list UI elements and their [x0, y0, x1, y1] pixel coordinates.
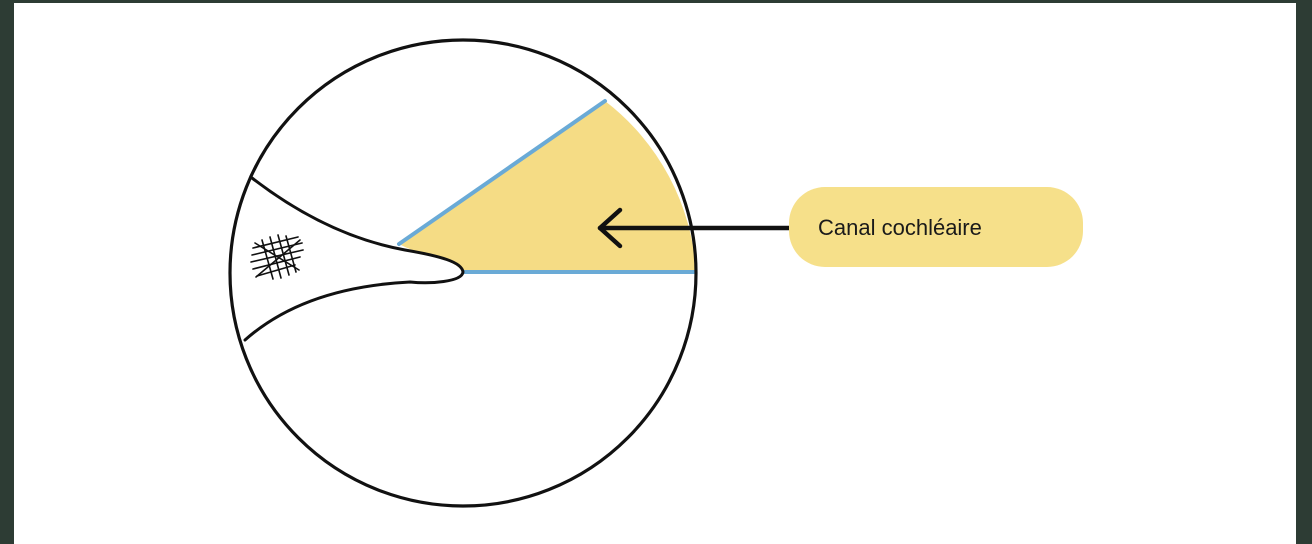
- label-pill: [789, 187, 1083, 267]
- spiral-ganglion-hatch: [250, 234, 304, 280]
- spiral-lamina-shape: [243, 176, 465, 342]
- label-canal-cochleaire: Canal cochléaire: [818, 215, 982, 240]
- label-callout: Canal cochléaire: [789, 187, 1083, 267]
- pointer-arrow: [597, 207, 793, 249]
- cochlear-duct-region: [399, 101, 696, 272]
- cochlea-outer-circle: [228, 38, 698, 508]
- reissner-membrane-line: [397, 99, 607, 246]
